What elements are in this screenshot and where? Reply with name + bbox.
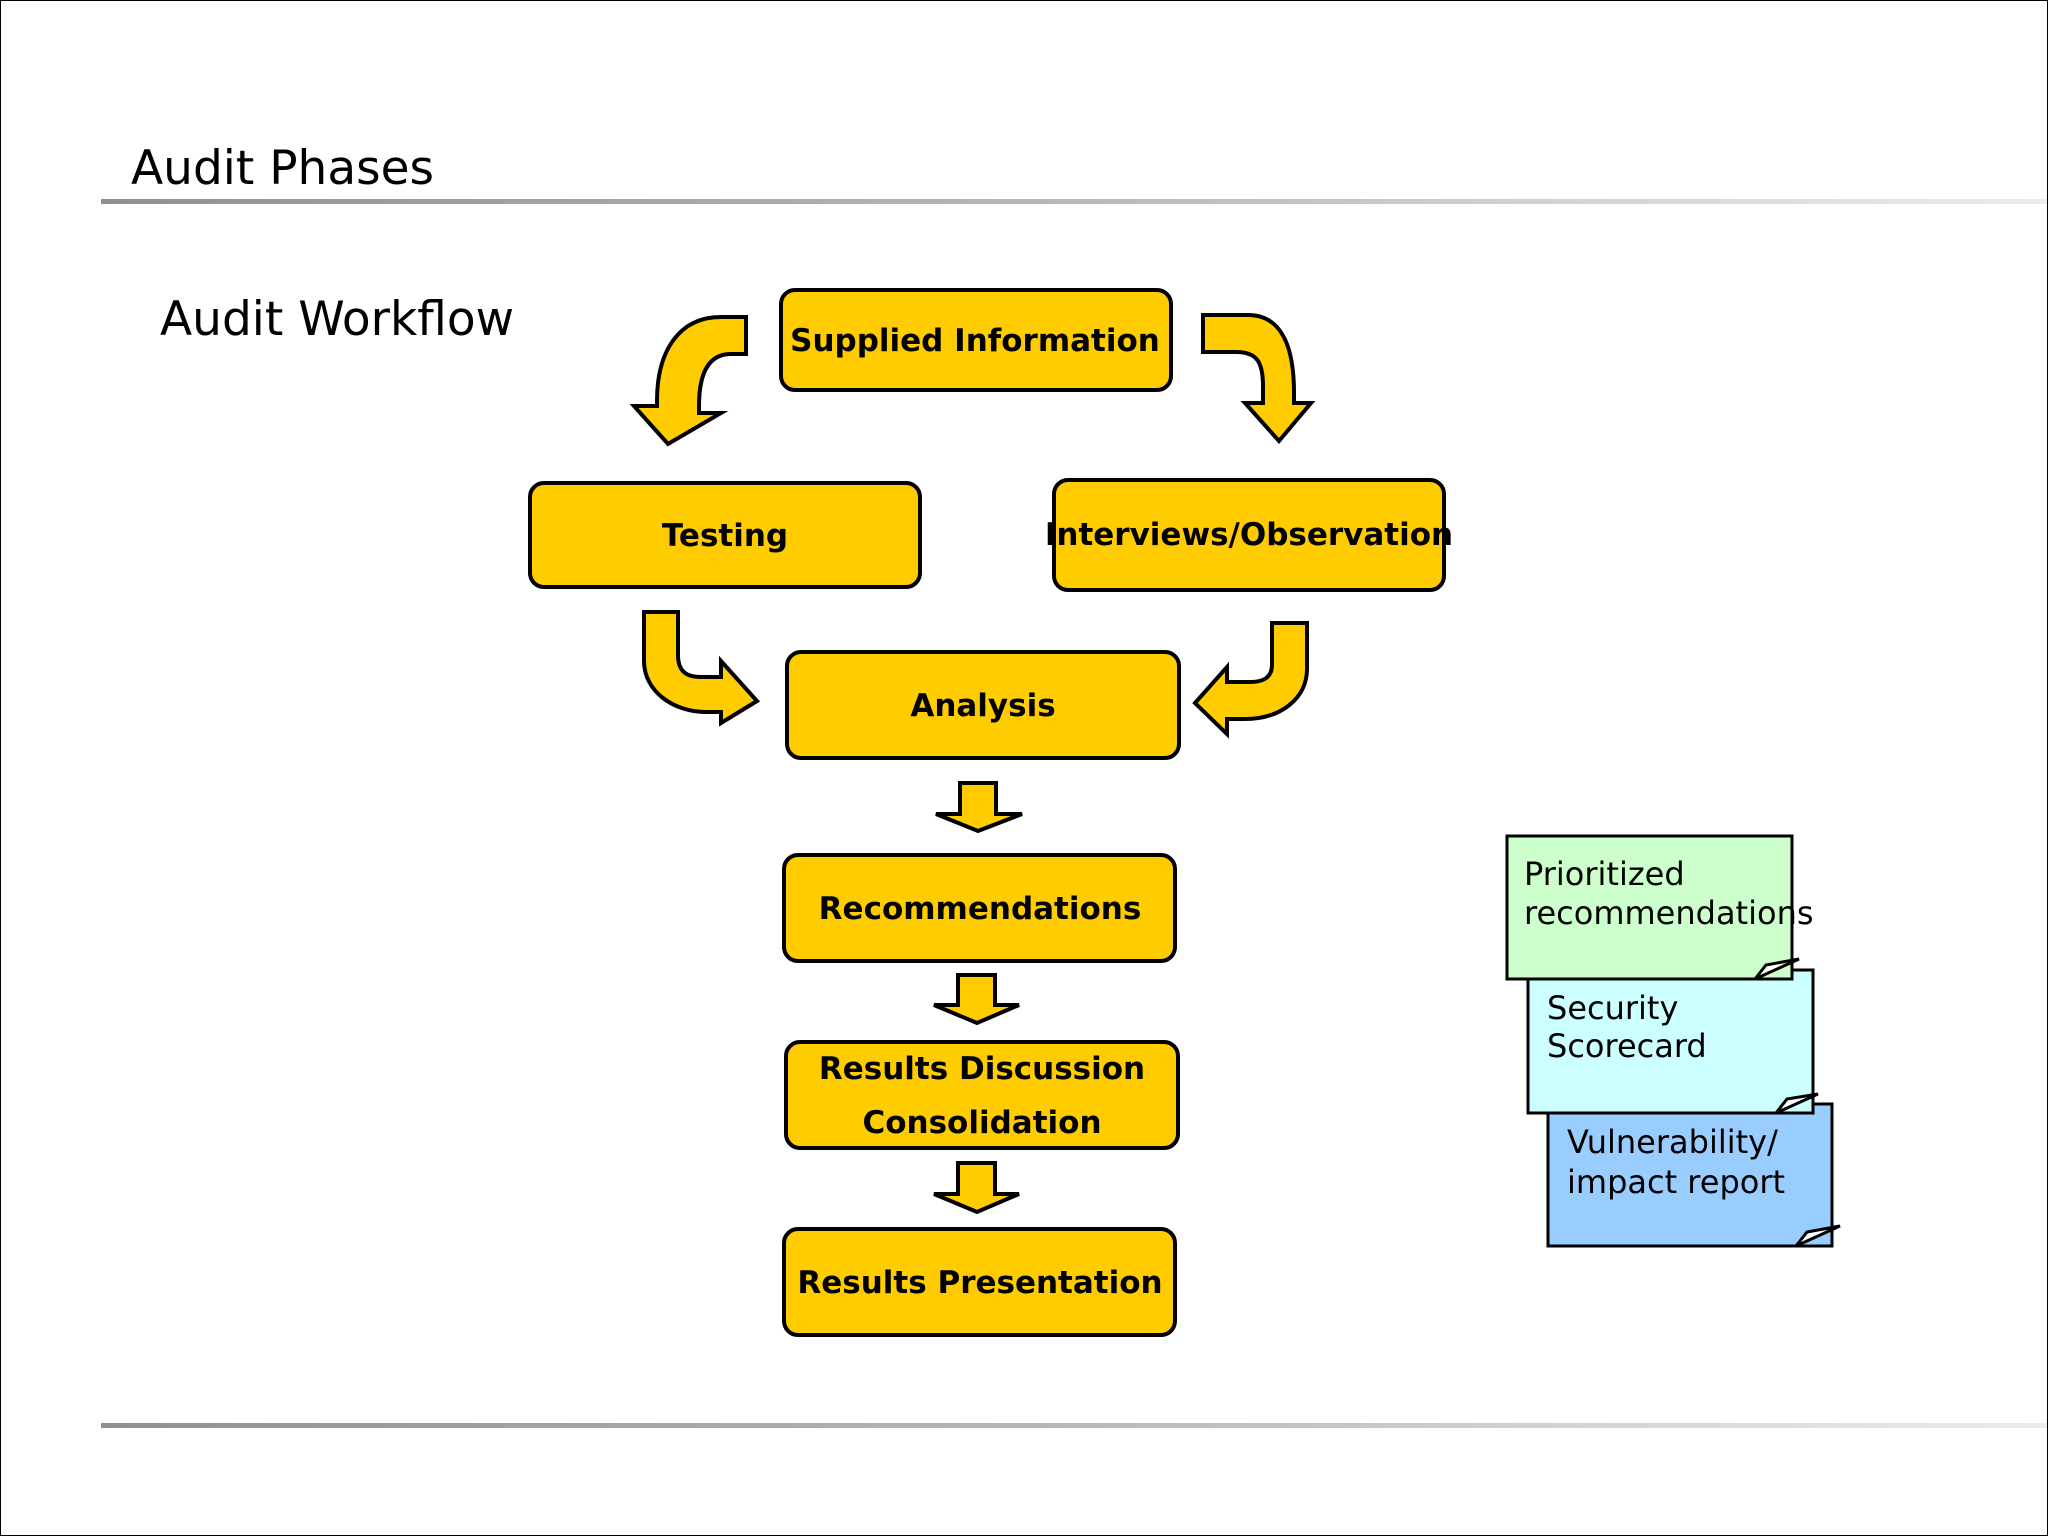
label-interviews-observation: Interviews/Observation [1045, 517, 1453, 553]
label-testing: Testing [662, 518, 788, 554]
title-divider [101, 199, 2047, 204]
footer-divider [101, 1423, 2047, 1428]
label-prioritized-line1: Prioritized [1524, 855, 1685, 893]
label-analysis: Analysis [910, 688, 1055, 724]
arrow-recommendations-to-discussion [933, 973, 1020, 1026]
label-vulnerability-line1: Vulnerability/ [1567, 1123, 1778, 1161]
box-interviews-observation: Interviews/Observation [1045, 478, 1453, 592]
box-testing: Testing [528, 481, 922, 589]
label-results-presentation: Results Presentation [797, 1265, 1162, 1301]
slide-subtitle: Audit Workflow [160, 292, 515, 347]
arrow-to-interviews [1201, 313, 1316, 445]
label-consolidation: Consolidation [862, 1105, 1101, 1141]
note-vulnerability-report: Vulnerability/ impact report [1546, 1102, 1841, 1248]
label-supplied-information: Supplied Information [790, 323, 1160, 359]
box-analysis: Analysis [785, 650, 1181, 760]
label-recommendations: Recommendations [819, 891, 1142, 927]
label-scorecard-line1: Security [1547, 989, 1678, 1027]
label-results-discussion: Results Discussion [819, 1051, 1145, 1087]
arrow-analysis-to-recommendations [935, 781, 1023, 834]
slide-title: Audit Phases [131, 141, 435, 196]
box-recommendations: Recommendations [782, 853, 1177, 963]
label-vulnerability-line2: impact report [1567, 1163, 1785, 1201]
arrow-discussion-to-presentation [933, 1161, 1020, 1215]
box-supplied-information: Supplied Information [779, 288, 1173, 392]
note-security-scorecard: Security Scorecard [1526, 968, 1819, 1115]
arrow-to-testing [629, 315, 748, 447]
box-results-presentation: Results Presentation [782, 1227, 1177, 1337]
box-results-discussion: Results Discussion Consolidation [784, 1040, 1180, 1150]
label-prioritized-line2: recommendations [1524, 894, 1814, 932]
arrow-interviews-to-analysis [1192, 621, 1309, 739]
note-prioritized-recommendations: Prioritized recommendations [1505, 834, 1814, 981]
label-scorecard-line2: Scorecard [1547, 1027, 1707, 1065]
arrow-testing-to-analysis [642, 610, 761, 727]
